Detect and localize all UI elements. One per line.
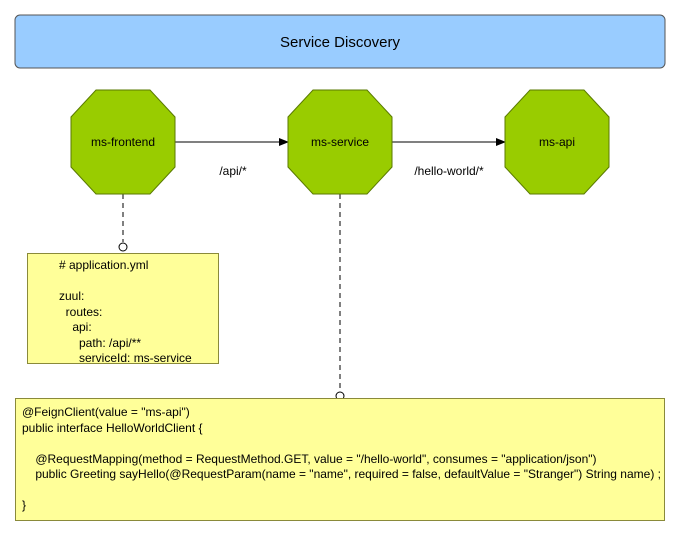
node-label: ms-api <box>539 135 575 149</box>
edge-label-hello-world: /hello-world/* <box>414 164 484 178</box>
note-line: routes: <box>59 304 103 319</box>
note-line: serviceId: ms-service <box>59 351 192 365</box>
node-ms-api[interactable]: ms-api <box>504 89 610 195</box>
node-ms-service[interactable]: ms-service <box>287 89 393 195</box>
page-title: Service Discovery <box>280 34 401 51</box>
header-banner: Service Discovery <box>14 14 666 69</box>
note-line: path: /api/** <box>59 335 142 350</box>
node-ms-frontend[interactable]: ms-frontend <box>70 89 176 195</box>
note-line: public Greeting sayHello(@RequestParam(n… <box>22 467 661 481</box>
note-line <box>22 436 664 452</box>
node-label: ms-frontend <box>91 135 155 149</box>
note-line: zuul: <box>59 289 85 303</box>
note-line: # application.yml <box>59 258 149 272</box>
note-feign-client: @FeignClient(value = "ms-api") public in… <box>15 398 665 521</box>
note-line: @RequestMapping(method = RequestMethod.G… <box>22 451 597 466</box>
note-line: public interface HelloWorldClient { <box>22 420 203 435</box>
edge-label-api: /api/* <box>219 164 247 178</box>
note-line <box>59 274 218 290</box>
node-label: ms-service <box>311 135 369 149</box>
note-line: api: <box>59 320 92 334</box>
note-application-yml: # application.yml zuul: routes: api: pat… <box>27 253 219 365</box>
note-line: @FeignClient(value = "ms-api") <box>22 405 190 419</box>
note-line <box>22 483 664 499</box>
connector-end-frontend <box>118 242 128 252</box>
note-line: } <box>22 498 27 512</box>
